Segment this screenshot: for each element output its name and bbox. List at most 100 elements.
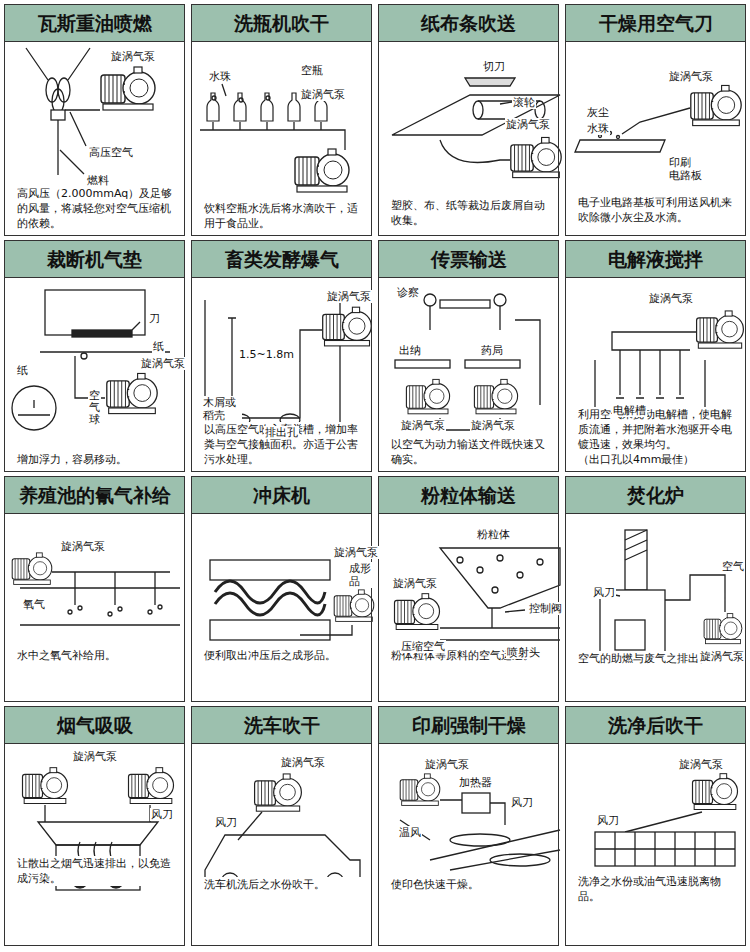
panel-heading: 洗车吹干 — [192, 707, 371, 744]
part-label: 切刀 — [482, 60, 506, 73]
panel-caption: （出口孔以4mm最佳） — [578, 452, 735, 467]
application-panel: 养殖池的氰气补给水中之氧气补给用。 — [4, 476, 185, 702]
part-label: 风刀 — [150, 808, 174, 821]
panel-heading: 印刷强制干燥 — [379, 707, 558, 744]
application-panel: 传票输送以空气为动力输送文件既快速又确实。 — [378, 240, 559, 472]
part-label: 旋涡气泵 — [300, 88, 346, 101]
panel-heading: 洗瓶机吹干 — [192, 5, 371, 42]
caption-box: 洗车机洗后之水份吹干。 — [204, 877, 361, 892]
part-label: 旋涡气泵 — [505, 118, 551, 131]
panel-heading: 电解液搅拌 — [566, 241, 745, 278]
part-label: 1.5~1.8m — [238, 348, 295, 361]
application-panel: 洗车吹干洗车机洗后之水份吹干。 — [191, 706, 372, 946]
part-label: 滚轮 — [512, 96, 536, 109]
application-panel: 电解液搅拌利用空气来搅动电解槽，使电解质流通，并把附着水泡驱开令电镀迅速，效果均… — [565, 240, 746, 472]
panel-heading: 畜类发酵爆气 — [192, 241, 371, 278]
part-label: 氧气 — [22, 598, 46, 611]
part-label: 诊察 — [396, 286, 420, 299]
application-panel: 瓦斯重油喷燃高风压（2.000mmAq）及足够的风量，将减轻您对空气压缩机的依赖… — [4, 4, 185, 236]
caption-box: 水中之氧气补给用。 — [17, 648, 174, 663]
part-label: 旋涡气泵 — [668, 70, 714, 83]
panel-heading: 传票输送 — [379, 241, 558, 278]
caption-box: 让散出之烟气迅速排出，以免造成污染。 — [17, 856, 174, 886]
part-label: 空气 — [721, 560, 745, 573]
part-label: 加热器 — [458, 776, 493, 789]
panel-caption: 水中之氧气补给用。 — [17, 648, 174, 663]
panel-heading: 烟气吸吸 — [5, 707, 184, 744]
part-label: 控制阀 — [528, 602, 563, 615]
panel-heading: 瓦斯重油喷燃 — [5, 5, 184, 42]
panel-caption: 使印色快速干燥。 — [391, 877, 548, 892]
part-label: 纸 — [152, 340, 165, 353]
panel-caption: 利用空气来搅动电解槽，使电解质流通，并把附着水泡驱开令电镀迅速，效果均匀。 — [578, 407, 735, 452]
panel-heading: 干燥用空气刀 — [566, 5, 745, 42]
part-label: 空气球 — [88, 390, 101, 426]
part-label: 纸 — [16, 364, 29, 377]
application-panel: 洗净后吹干洗净之水份或油气迅速脱离物品。 — [565, 706, 746, 946]
application-panel: 洗瓶机吹干饮料空瓶水洗后将水滴吹干，适用于食品业。 — [191, 4, 372, 236]
part-label: 风刀 — [592, 586, 616, 599]
panel-caption: 电子业电路基板可利用送风机来吹除微小灰尘及水滴。 — [578, 195, 735, 225]
part-label: 旋涡气泵 — [280, 756, 326, 769]
part-label: 水珠 — [586, 122, 610, 135]
application-panel: 裁断机气垫增加浮力，容易移动。 — [4, 240, 185, 472]
caption-box: 空气的助燃与废气之排出。 — [578, 651, 735, 666]
caption-box: 高风压（2.000mmAq）及足够的风量，将减轻您对空气压缩机的依赖。 — [17, 186, 174, 231]
caption-box: 使印色快速干燥。 — [391, 877, 548, 892]
caption-box: 塑胶、布、纸等裁边后废屑自动收集。 — [391, 198, 548, 228]
part-label: 空瓶 — [300, 64, 324, 77]
panel-caption: 让散出之烟气迅速排出，以免造成污染。 — [17, 856, 174, 886]
caption-box: 粉体粒体等原料的空气运送。 — [391, 648, 548, 663]
part-label: 高压空气 — [88, 146, 134, 159]
application-panel: 冲床机便利取出冲压后之成形品。 — [191, 476, 372, 702]
application-panel: 纸布条吹送塑胶、布、纸等裁边后废屑自动收集。 — [378, 4, 559, 236]
panel-heading: 纸布条吹送 — [379, 5, 558, 42]
panel-heading: 养殖池的氰气补给 — [5, 477, 184, 514]
application-panel: 畜类发酵爆气以高压空气吹入畜粪槽，增加率粪与空气接触面积。亦适于公害污水处理。 — [191, 240, 372, 472]
part-label: 印刷 电路板 — [668, 156, 706, 182]
application-panel: 焚化炉空气的助燃与废气之排出。 — [565, 476, 746, 702]
caption-box: 便利取出冲压后之成形品。 — [204, 648, 361, 663]
panel-heading: 焚化炉 — [566, 477, 745, 514]
caption-box: 洗净之水份或油气迅速脱离物品。 — [578, 874, 735, 904]
part-label: 旋涡气泵 — [470, 419, 516, 432]
panel-caption: 以高压空气吹入畜粪槽，增加率粪与空气接触面积。亦适于公害污水处理。 — [204, 422, 361, 467]
part-label: 出纳 — [398, 344, 422, 357]
panel-heading: 洗净后吹干 — [566, 707, 745, 744]
caption-box: 以高压空气吹入畜粪槽，增加率粪与空气接触面积。亦适于公害污水处理。 — [204, 422, 361, 467]
panel-caption: 粉体粒体等原料的空气运送。 — [391, 648, 548, 663]
part-label: 旋涡气泵 — [326, 290, 372, 303]
part-label: 旋涡气泵 — [392, 577, 438, 590]
part-label: 旋涡气泵 — [60, 540, 106, 553]
panel-caption: 高风压（2.000mmAq）及足够的风量，将减轻您对空气压缩机的依赖。 — [17, 186, 174, 231]
part-label: 旋涡气泵 — [424, 758, 470, 771]
panel-caption: 增加浮力，容易移动。 — [17, 452, 174, 467]
application-panel: 印刷强制干燥使印色快速干燥。 — [378, 706, 559, 946]
panel-caption: 洗净之水份或油气迅速脱离物品。 — [578, 874, 735, 904]
part-label: 旋涡气泵 — [678, 758, 724, 771]
panel-caption: 便利取出冲压后之成形品。 — [204, 648, 361, 663]
part-label: 旋涡气泵 — [648, 292, 694, 305]
panel-heading: 裁断机气垫 — [5, 241, 184, 278]
part-label: 旋涡气泵 — [140, 357, 186, 370]
part-label: 温风 — [398, 826, 422, 839]
part-label: 木屑或 稻壳 — [202, 396, 242, 422]
panel-caption: 洗车机洗后之水份吹干。 — [204, 877, 361, 892]
panel-caption: 以空气为动力输送文件既快速又确实。 — [391, 437, 548, 467]
part-label: 风刀 — [510, 796, 534, 809]
part-label: 旋涡气泵 — [72, 750, 118, 763]
part-label: 旋涡气泵 — [110, 50, 156, 63]
part-label: 风刀 — [596, 814, 620, 827]
application-panel: 烟气吸吸让散出之烟气迅速排出，以免造成污染。 — [4, 706, 185, 946]
caption-box: 饮料空瓶水洗后将水滴吹干，适用于食品业。 — [204, 201, 361, 231]
panel-caption: 空气的助燃与废气之排出。 — [578, 651, 735, 666]
panel-heading: 粉粒体输送 — [379, 477, 558, 514]
part-label: 药局 — [480, 344, 504, 357]
caption-box: 利用空气来搅动电解槽，使电解质流通，并把附着水泡驱开令电镀迅速，效果均匀。（出口… — [578, 407, 735, 467]
part-label: 灰尘 — [586, 106, 610, 119]
part-label: 旋涡气泵 — [400, 419, 446, 432]
panel-heading: 冲床机 — [192, 477, 371, 514]
caption-box: 增加浮力，容易移动。 — [17, 452, 174, 467]
caption-box: 电子业电路基板可利用送风机来吹除微小灰尘及水滴。 — [578, 195, 735, 225]
application-panel: 粉粒体输送粉体粒体等原料的空气运送。 — [378, 476, 559, 702]
